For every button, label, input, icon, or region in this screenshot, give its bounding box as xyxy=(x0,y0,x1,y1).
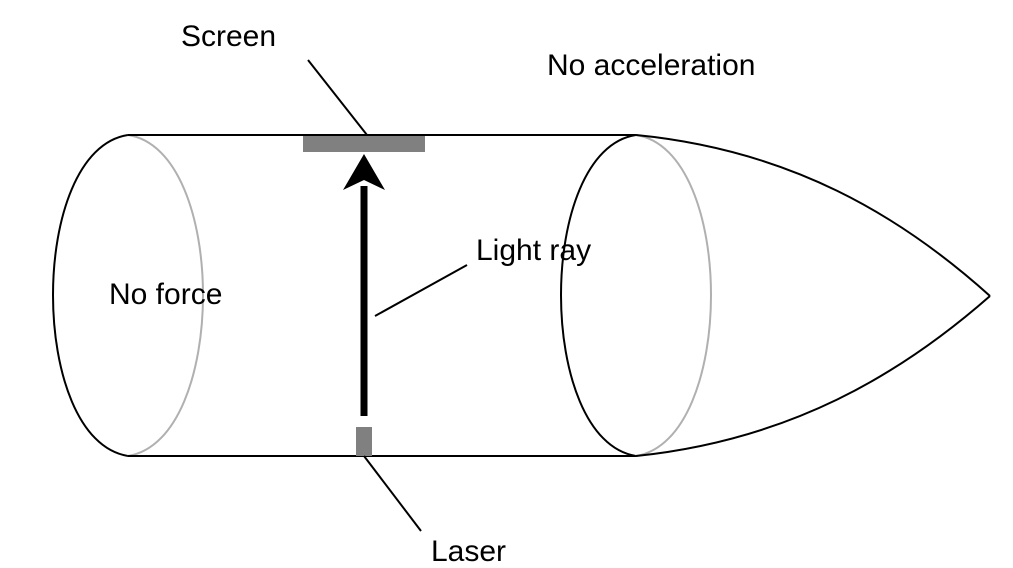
screen-leader-line xyxy=(307,59,368,136)
nose-cone-lower xyxy=(635,295,991,457)
left-cap-hidden-edge xyxy=(127,134,204,457)
screen-label: Screen xyxy=(181,20,277,53)
laser-leader-line xyxy=(363,455,422,532)
right-cap-front-edge xyxy=(560,134,637,457)
no-force-label: No force xyxy=(109,278,223,311)
light-ray-arrow-head xyxy=(343,154,385,190)
laser-label: Laser xyxy=(431,535,507,568)
nose-cone-upper xyxy=(635,134,991,297)
no-acceleration-label: No acceleration xyxy=(547,49,756,82)
laser xyxy=(356,427,372,456)
right-cap-hidden-edge xyxy=(635,134,712,457)
screen xyxy=(303,136,425,152)
left-cap-front-edge xyxy=(52,134,129,457)
light-ray-leader-line xyxy=(374,264,468,317)
light-ray-label: Light ray xyxy=(476,234,592,267)
